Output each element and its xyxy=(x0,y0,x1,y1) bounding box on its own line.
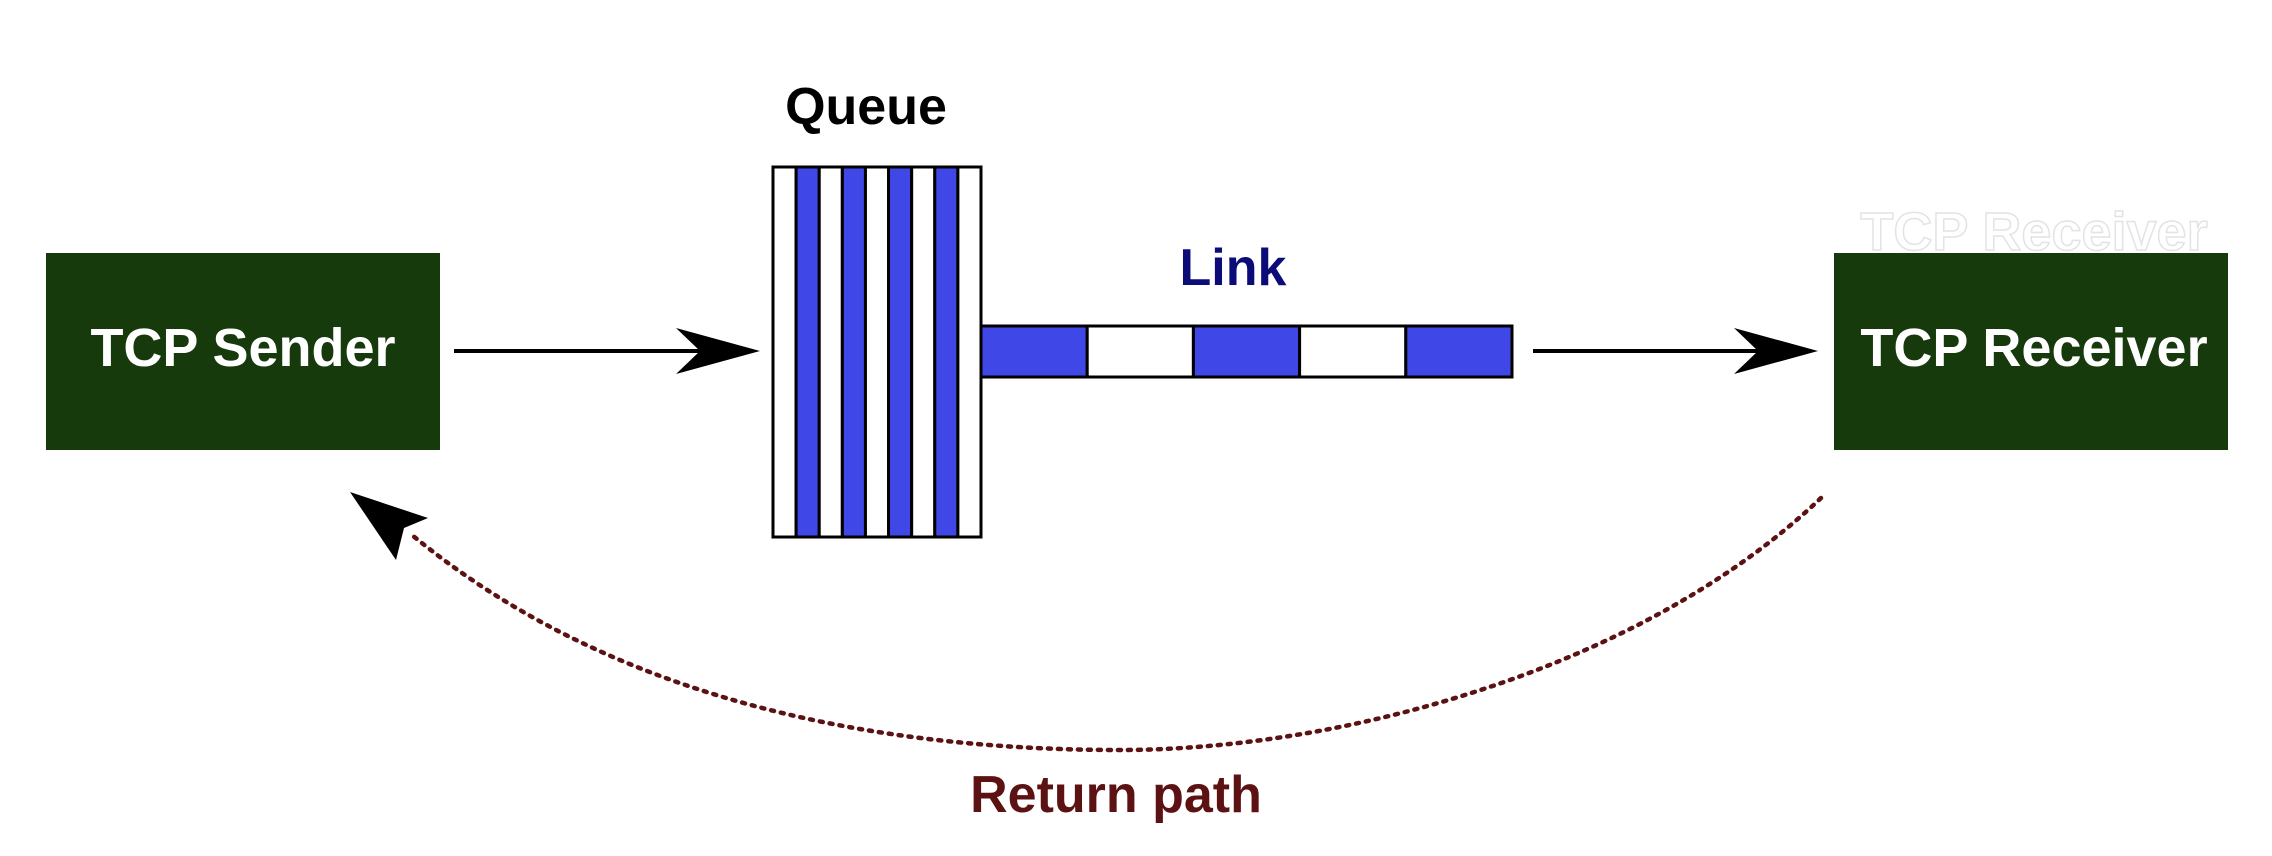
link-empty-slot xyxy=(1085,324,1195,379)
queue-empty-slot xyxy=(863,165,891,539)
tcp-sender-node: TCP Sender xyxy=(46,253,440,450)
tcp-sender-box xyxy=(46,253,440,450)
return-path-curve xyxy=(409,495,1824,753)
link-packet xyxy=(1404,324,1514,379)
queue-empty-slot xyxy=(817,165,844,539)
tcp-receiver-node: TCP Receiver xyxy=(1834,253,2228,450)
link-packet xyxy=(1191,324,1302,379)
sender-to-queue-arrow xyxy=(454,328,760,374)
link-packet xyxy=(979,324,1089,379)
tcp-receiver-ghost-label: TCP Receiver xyxy=(1860,202,2207,262)
link-label: Link xyxy=(1180,239,1287,297)
queue xyxy=(771,165,983,539)
link-empty-slot xyxy=(1298,324,1408,379)
queue-packet xyxy=(840,165,867,539)
queue-empty-slot xyxy=(956,165,983,539)
tcp-receiver-box xyxy=(1834,253,2228,450)
queue-empty-slot xyxy=(910,165,937,539)
tcp-receiver-label: TCP Receiver xyxy=(1860,318,2207,378)
queue-packet xyxy=(887,165,914,539)
queue-packet xyxy=(933,165,960,539)
queue-label: Queue xyxy=(785,78,947,136)
return-path-label: Return path xyxy=(970,766,1262,824)
link-to-receiver-arrow xyxy=(1533,328,1818,374)
link xyxy=(979,324,1514,379)
queue-packet xyxy=(794,165,821,539)
queue-empty-slot xyxy=(771,165,798,539)
return-path-arrowhead xyxy=(350,492,428,560)
tcp-sender-label: TCP Sender xyxy=(90,318,395,378)
return-path-arrow xyxy=(350,492,1824,753)
